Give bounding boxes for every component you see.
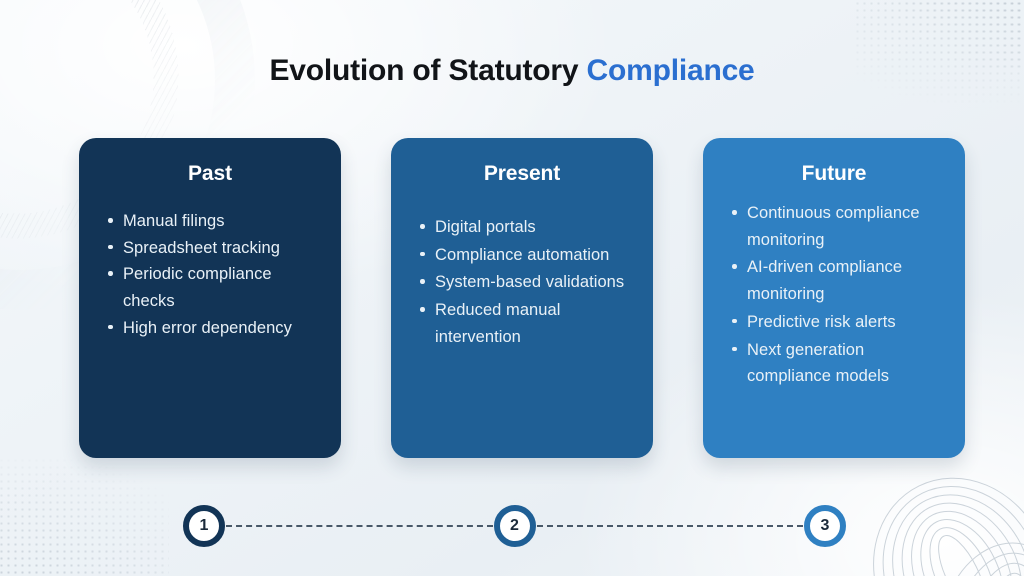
list-item: AI-driven compliance monitoring bbox=[732, 254, 943, 307]
card-past[interactable]: Past Manual filings Spreadsheet tracking… bbox=[79, 138, 341, 458]
card-present[interactable]: Present Digital portals Compliance autom… bbox=[391, 138, 653, 458]
step-indicator: 1 2 3 bbox=[183, 503, 846, 549]
page-title-main: Evolution of Statutory bbox=[269, 54, 587, 87]
list-item: Digital portals bbox=[420, 214, 631, 241]
card-title-past: Past bbox=[188, 162, 232, 185]
card-title-future: Future bbox=[801, 162, 867, 185]
card-bullet-list-past: Manual filings Spreadsheet tracking Peri… bbox=[97, 208, 323, 342]
list-item: Compliance automation bbox=[420, 242, 631, 269]
list-item: Reduced manual intervention bbox=[420, 297, 631, 350]
list-item: System-based validations bbox=[420, 269, 631, 296]
list-item: High error dependency bbox=[108, 315, 319, 342]
dot-grid-decoration-bottom-left bbox=[0, 457, 169, 576]
card-bullet-list-future: Continuous compliance monitoring AI-driv… bbox=[721, 200, 947, 390]
card-body-past: Manual filings Spreadsheet tracking Peri… bbox=[97, 194, 323, 342]
list-item: Spreadsheet tracking bbox=[108, 235, 319, 262]
step-marker-1[interactable]: 1 bbox=[183, 505, 225, 547]
step-number-3: 3 bbox=[820, 517, 830, 534]
card-group: Past Manual filings Spreadsheet tracking… bbox=[79, 138, 965, 458]
list-item: Predictive risk alerts bbox=[732, 309, 943, 336]
card-body-future: Continuous compliance monitoring AI-driv… bbox=[721, 194, 947, 390]
list-item: Continuous compliance monitoring bbox=[732, 200, 943, 253]
card-bullet-list-present: Digital portals Compliance automation Sy… bbox=[409, 214, 635, 351]
page-title-accent: Compliance bbox=[586, 54, 755, 87]
list-item: Manual filings bbox=[108, 208, 319, 235]
step-number-1: 1 bbox=[199, 517, 209, 534]
card-title-present: Present bbox=[483, 162, 561, 185]
step-number-2: 2 bbox=[510, 517, 519, 534]
step-connector-2-3 bbox=[536, 525, 803, 527]
page-title: Evolution of Statutory Compliance bbox=[0, 54, 1024, 87]
step-marker-2[interactable]: 2 bbox=[493, 505, 536, 547]
card-body-present: Digital portals Compliance automation Sy… bbox=[409, 194, 635, 351]
list-item: Next generation compliance models bbox=[732, 337, 943, 390]
list-item: Periodic compliance checks bbox=[108, 261, 319, 314]
step-connector-1-2 bbox=[226, 525, 493, 527]
card-future[interactable]: Future Continuous compliance monitoring … bbox=[703, 138, 965, 458]
concentric-arcs-decoration-bottom-right bbox=[854, 456, 1024, 576]
step-marker-3[interactable]: 3 bbox=[804, 505, 846, 547]
